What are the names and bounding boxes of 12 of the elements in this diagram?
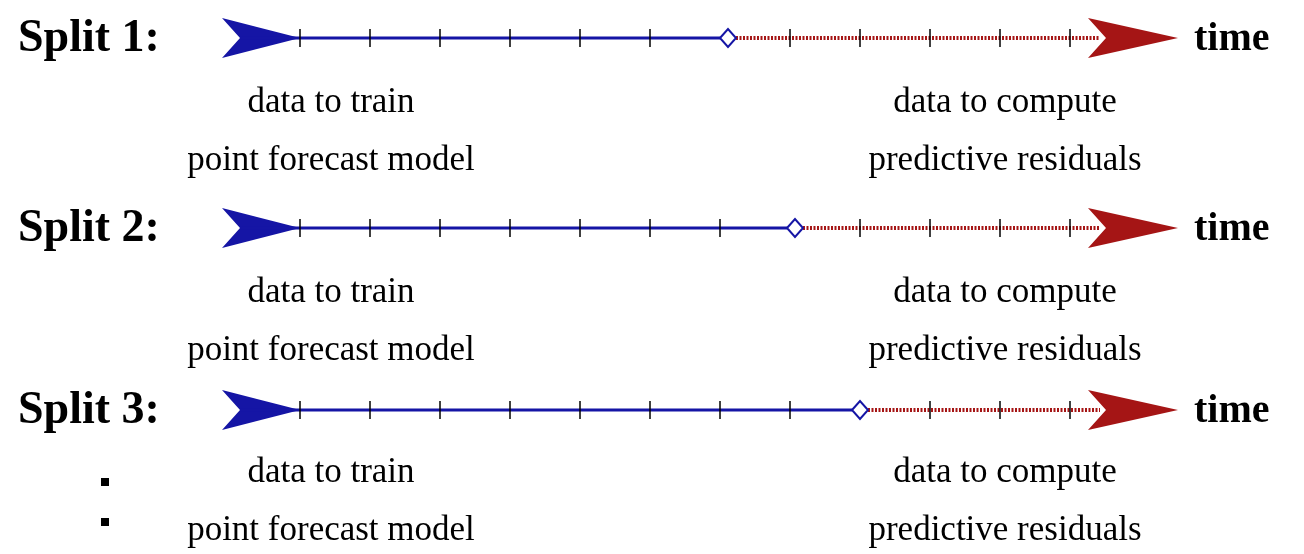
- segment-caption: data to train point forecast model: [187, 270, 475, 370]
- split-title: Split 3:: [18, 383, 160, 433]
- segment-caption: data to compute predictive residuals: [868, 80, 1142, 180]
- axis-label: time: [1194, 204, 1270, 250]
- axis-label: time: [1194, 386, 1270, 432]
- segment-caption: data to train point forecast model: [187, 450, 475, 550]
- segment-caption: data to compute predictive residuals: [868, 270, 1142, 370]
- segment-caption: data to compute predictive residuals: [868, 450, 1142, 550]
- axis-label: time: [1194, 14, 1270, 60]
- segment-caption: data to train point forecast model: [187, 80, 475, 180]
- split-title: Split 1:: [18, 11, 160, 61]
- split-title: Split 2:: [18, 201, 160, 251]
